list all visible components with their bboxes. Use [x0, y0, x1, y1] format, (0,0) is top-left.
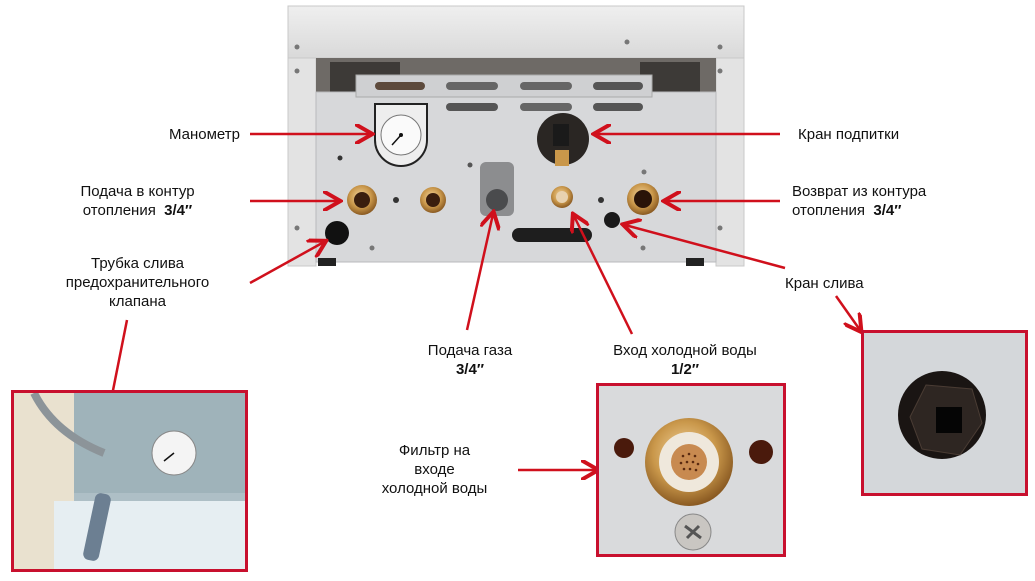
label-filter-line3: холодной воды	[381, 480, 488, 497]
label-heating-return: Возврат из контура отопления 3/4″	[792, 182, 926, 220]
fill-valve-opening	[537, 113, 589, 166]
label-filter-line2: входе	[414, 461, 455, 478]
label-safety-drain-line2: предохранительного	[65, 274, 210, 291]
label-gas-supply: Подача газа 3/4″	[400, 341, 540, 379]
heating-supply-fitting	[347, 185, 377, 215]
label-cold-water-size: 1/2″	[670, 361, 700, 378]
label-heating-return-size: 3/4″	[873, 202, 902, 219]
inset-cold-water-filter	[596, 383, 786, 557]
label-heating-supply-line2: отопления 3/4″	[40, 201, 235, 220]
label-fill-valve: Кран подпитки	[798, 126, 900, 143]
inset-safety-drain-tube	[11, 390, 248, 572]
label-filter: Фильтр на входе холодной воды	[362, 441, 507, 498]
label-heating-return-line1: Возврат из контура	[792, 183, 927, 200]
label-drain-valve: Кран слива	[785, 275, 864, 292]
filter-photo	[614, 418, 773, 551]
label-gas-supply-size: 3/4″	[455, 361, 485, 378]
label-heating-supply-word: отопления	[82, 202, 156, 219]
dhw-outlet-fitting	[420, 187, 446, 213]
label-heating-return-line2: отопления 3/4″	[792, 201, 926, 220]
drain-tube-photo	[14, 393, 245, 569]
arrow-drain-inset	[834, 295, 860, 330]
label-gas-supply-text: Подача газа	[427, 342, 513, 359]
label-safety-drain-line3: клапана	[109, 293, 166, 310]
label-heating-return-word: отопления	[792, 202, 866, 219]
label-safety-drain-line1: Трубка слива	[91, 255, 184, 272]
heating-return-fitting	[627, 183, 659, 215]
label-heating-supply-line1: Подача в контур	[80, 183, 195, 200]
label-filter-line1: Фильтр на	[398, 442, 471, 459]
safety-valve-drain-outlet	[325, 221, 349, 245]
manometer-gauge	[374, 103, 428, 167]
gas-supply-fitting	[480, 162, 514, 216]
drain-valve-photo	[898, 371, 986, 459]
label-heating-supply-size: 3/4″	[164, 202, 193, 219]
cold-water-fitting	[551, 186, 573, 208]
boiler-casing	[287, 5, 745, 267]
drain-valve-knob	[604, 212, 620, 228]
label-heating-supply: Подача в контур отопления 3/4″	[40, 182, 235, 220]
label-manometer: Манометр	[168, 126, 240, 143]
arrow-safety-drain	[249, 242, 324, 285]
arrow-drain-valve	[625, 225, 786, 270]
label-cold-water-text: Вход холодной воды	[613, 342, 757, 359]
label-safety-drain-tube: Трубка слива предохранительного клапана	[40, 254, 235, 311]
arrow-gas-supply	[465, 214, 493, 331]
mounting-bracket	[355, 74, 653, 98]
label-cold-water-inlet: Вход холодной воды 1/2″	[580, 341, 790, 379]
inset-drain-valve	[861, 330, 1028, 496]
arrow-cold-water	[574, 216, 634, 335]
